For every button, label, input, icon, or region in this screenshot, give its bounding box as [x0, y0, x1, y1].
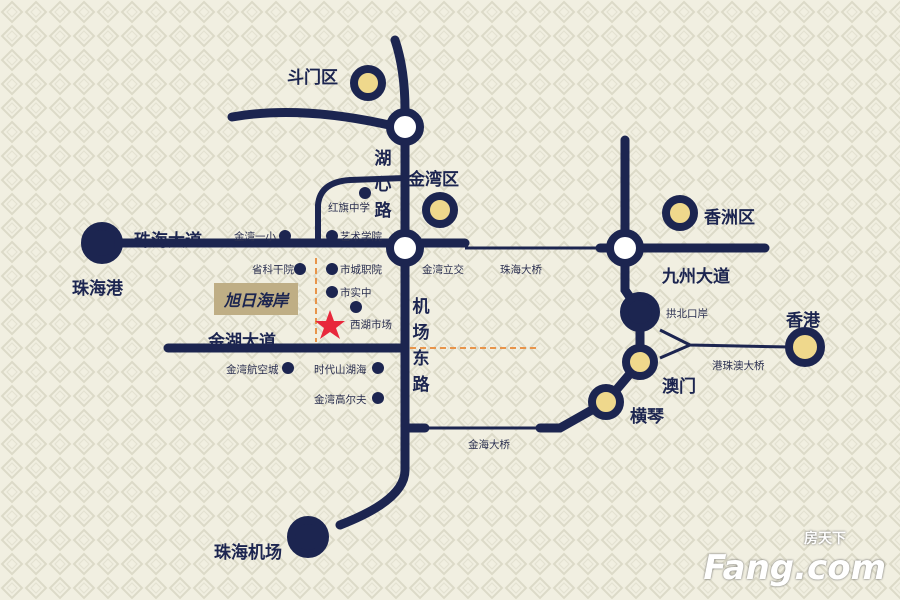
label-zhuhai-avenue: 珠海大道	[134, 231, 202, 251]
roundabouts	[386, 108, 644, 267]
airport-east-road	[335, 35, 410, 530]
label-hongkong: 香港	[786, 311, 820, 331]
poi-dots	[279, 187, 384, 404]
label-huxin-road: 湖心路	[374, 149, 392, 221]
label-times-lake: 时代山湖海	[314, 364, 367, 376]
gongbei-marker	[620, 292, 660, 332]
label-jinwan-no1: 金湾一小	[234, 231, 276, 243]
hengqin-marker	[588, 384, 624, 420]
project-logo: 旭日海岸	[214, 283, 298, 315]
bridges	[425, 246, 791, 430]
label-vocational: 市城职院	[340, 264, 382, 276]
label-zhuhai-bridge: 珠海大桥	[500, 264, 542, 276]
label-zhuhai-port: 珠海港	[72, 279, 123, 299]
label-jiuzhou-avenue: 九州大道	[662, 267, 730, 287]
label-art-college: 艺术学院	[340, 231, 382, 243]
label-airport: 珠海机场	[214, 543, 282, 563]
district-markers	[81, 65, 825, 558]
label-hengqin: 横琴	[630, 407, 664, 427]
hzm-bridge-branch	[659, 343, 691, 360]
label-academy: 省科干院	[252, 264, 294, 276]
label-macau: 澳门	[662, 377, 696, 397]
label-jinwan-overpass: 金湾立交	[422, 264, 464, 276]
label-jinhai-bridge: 金海大桥	[468, 439, 510, 451]
doumen-road	[227, 108, 394, 130]
label-xiangzhou: 香洲区	[704, 208, 755, 228]
label-xihu-market: 西湖市场	[350, 319, 392, 331]
label-jinwan: 金湾区	[408, 170, 459, 190]
zhuhai-port-marker	[81, 222, 123, 264]
project-dash-lines	[315, 258, 540, 349]
airport-marker	[287, 516, 329, 558]
jinwan-marker	[422, 192, 458, 228]
label-doumen: 斗门区	[287, 68, 338, 88]
label-jinhu-avenue: 金湖大道	[208, 332, 276, 352]
label-hongqi: 红旗中学	[328, 202, 370, 214]
label-golf: 金湾高尔夫	[314, 394, 367, 406]
label-airport-east-road: 机场东路	[412, 297, 430, 395]
label-hzm-bridge: 港珠澳大桥	[712, 360, 765, 372]
xiangzhou-marker	[662, 195, 698, 231]
macau-marker	[622, 344, 658, 380]
label-aviation-city: 金湾航空城	[226, 364, 279, 376]
label-city-school: 市实中	[340, 287, 372, 299]
watermark: 房天下 Fang.com	[703, 531, 886, 588]
doumen-marker	[350, 65, 386, 101]
project-star-icon	[315, 310, 345, 339]
huxin-branch	[315, 175, 408, 246]
label-gongbei: 拱北口岸	[666, 308, 708, 320]
hongkong-marker	[785, 327, 825, 367]
